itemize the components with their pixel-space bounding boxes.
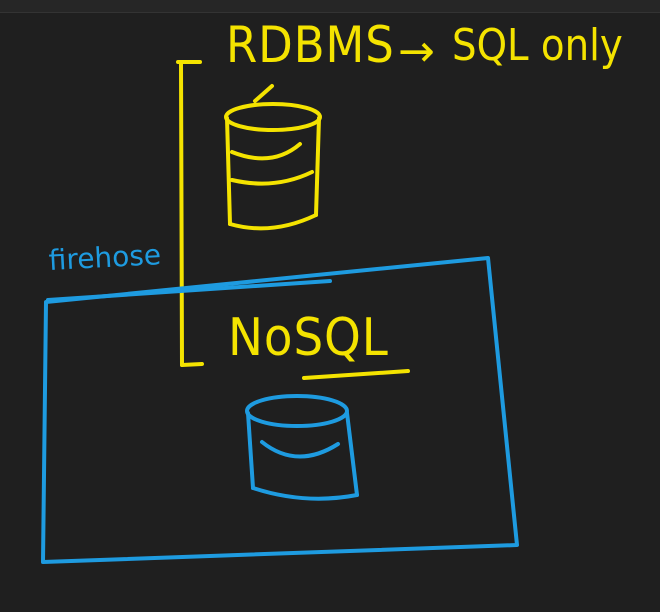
database-icon	[224, 84, 322, 231]
sql-only-label: SQL only	[452, 20, 623, 71]
nosql-label: NoSQL	[228, 308, 389, 368]
nosql-underline	[302, 369, 410, 380]
bracket-connector	[176, 60, 204, 367]
rdbms-label: RDBMS	[226, 16, 395, 74]
top-bar	[0, 0, 660, 13]
firehose-label: firehose	[47, 238, 162, 277]
firehose-box	[41, 256, 519, 564]
arrow-label: →	[398, 26, 435, 77]
database-icon	[245, 394, 359, 501]
